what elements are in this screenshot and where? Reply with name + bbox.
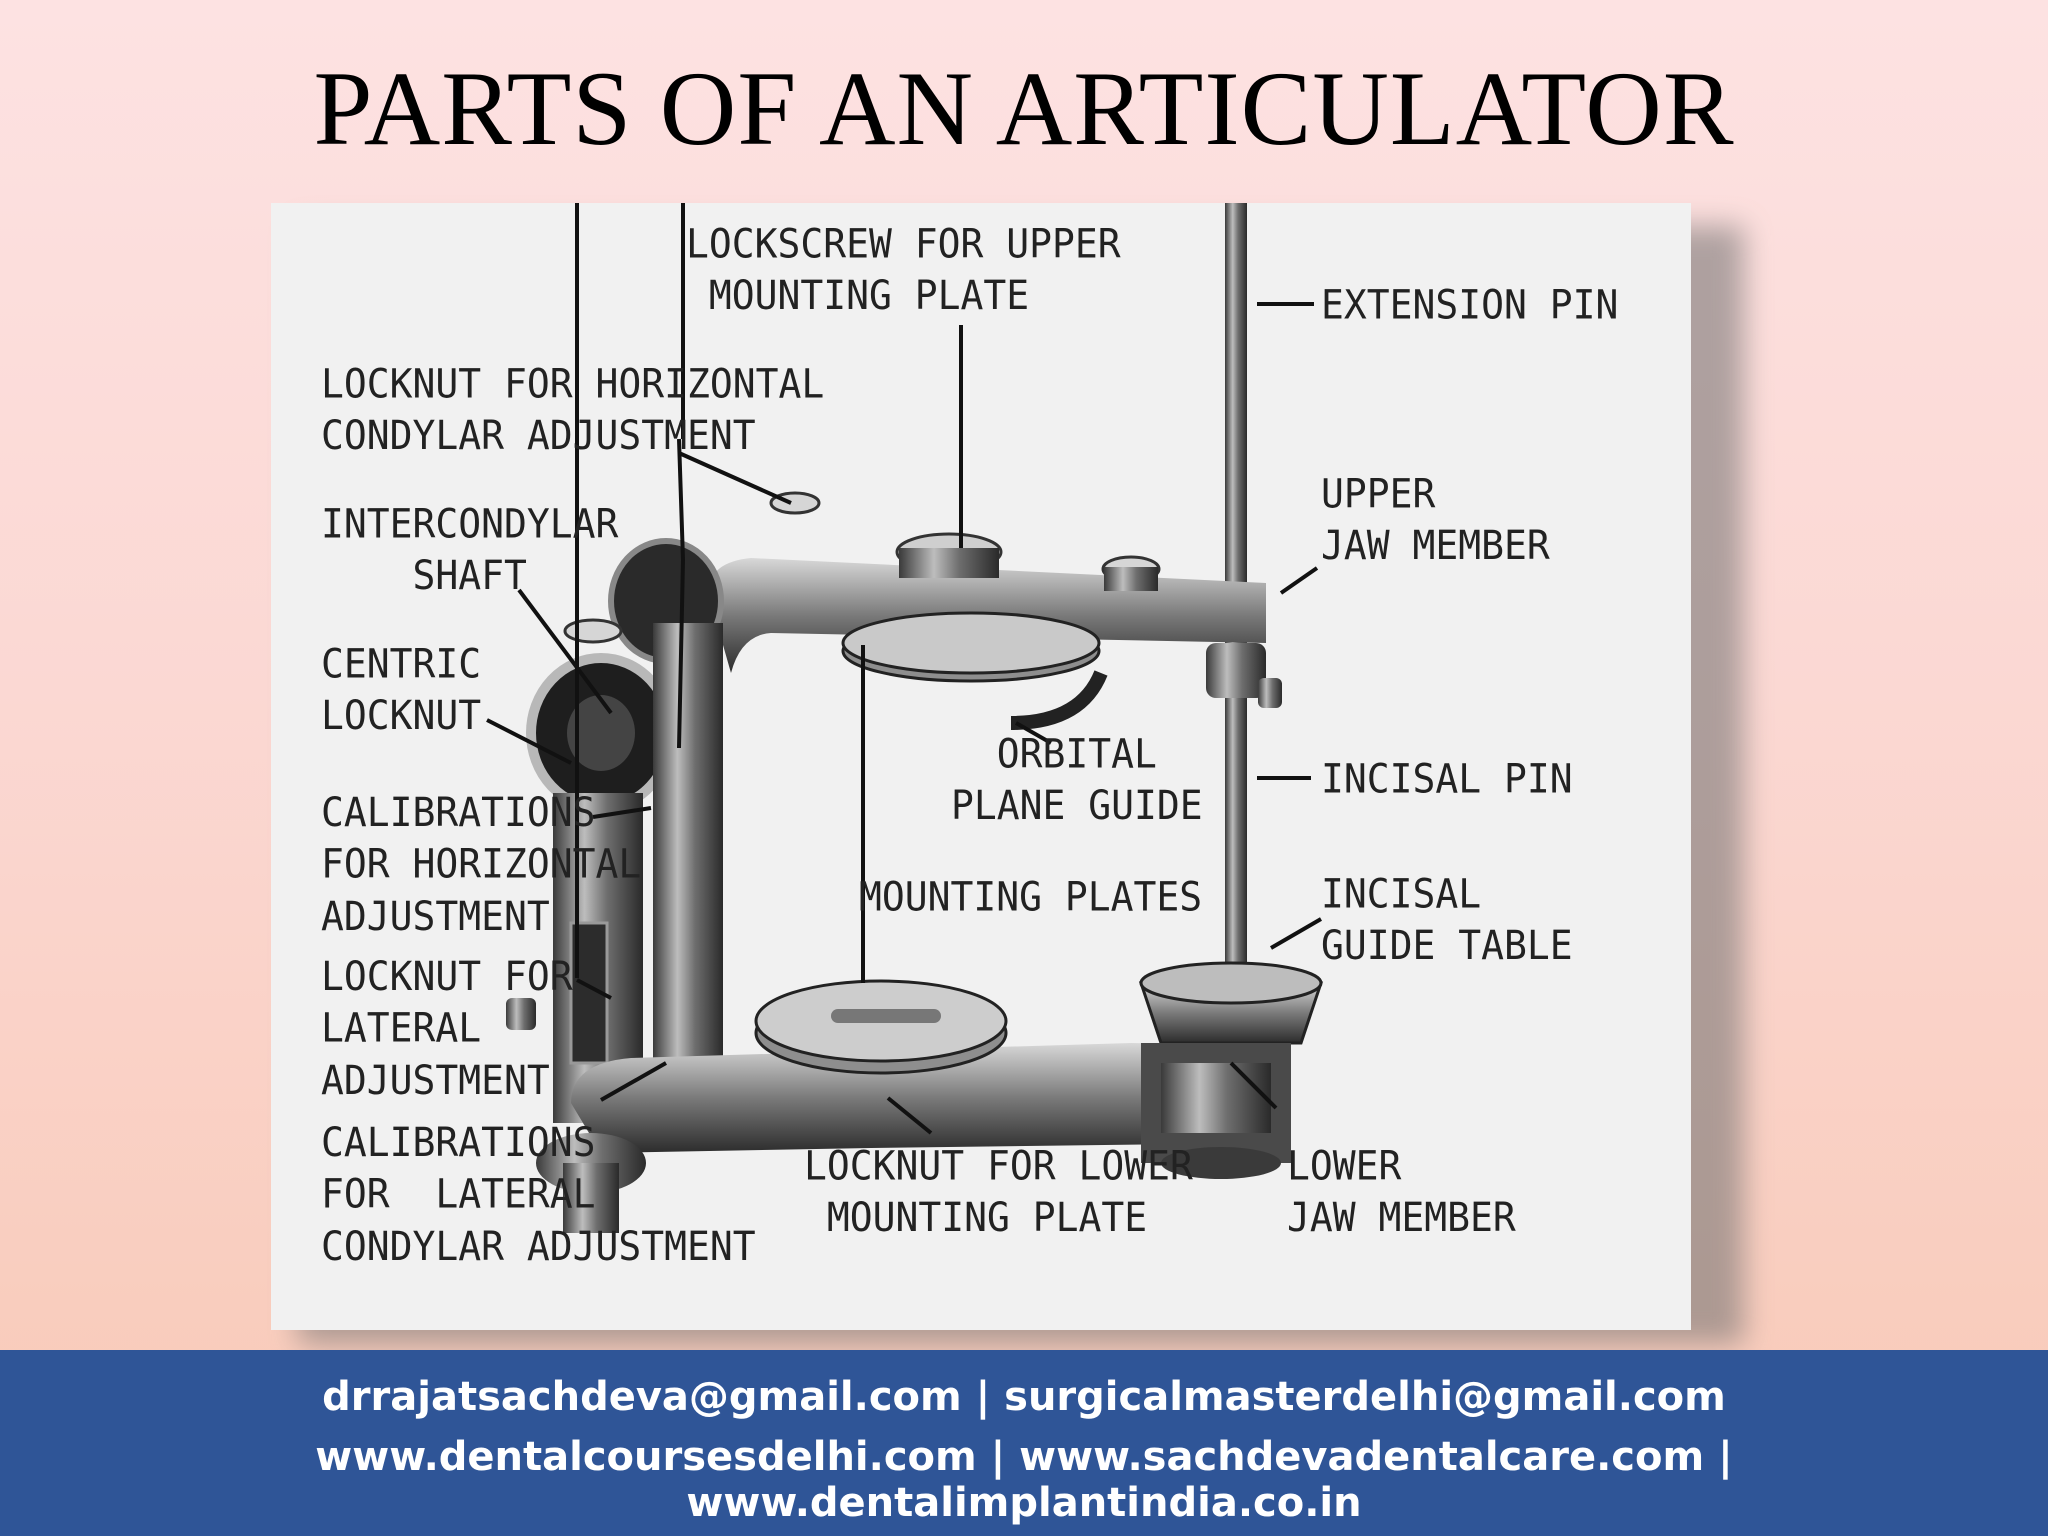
label-calibrations-horizontal: CALIBRATIONS FOR HORIZONTAL ADJUSTMENT <box>321 789 642 940</box>
label-extension-pin: EXTENSION PIN <box>1321 281 1619 329</box>
contact-footer: drrajatsachdeva@gmail.com | surgicalmast… <box>0 1350 2048 1536</box>
label-mounting-plates: MOUNTING PLATES <box>859 873 1203 921</box>
label-intercondylar-shaft: INTERCONDYLAR SHAFT <box>321 500 619 599</box>
label-locknut-lower: LOCKNUT FOR LOWER MOUNTING PLATE <box>804 1142 1193 1241</box>
label-locknut-lateral: LOCKNUT FOR LATERAL ADJUSTMENT <box>321 953 573 1104</box>
articulator-figure: LOCKSCREW FOR UPPER MOUNTING PLATE EXTEN… <box>271 203 1691 1330</box>
label-incisal-guide-table: INCISAL GUIDE TABLE <box>1321 870 1573 969</box>
slide-title: PARTS OF AN ARTICULATOR <box>313 50 1735 167</box>
label-lockscrew-upper: LOCKSCREW FOR UPPER MOUNTING PLATE <box>686 220 1121 319</box>
label-centric-locknut: CENTRIC LOCKNUT <box>321 640 482 739</box>
footer-websites: www.dentalcoursesdelhi.com | www.sachdev… <box>315 1434 1733 1526</box>
footer-emails: drrajatsachdeva@gmail.com | surgicalmast… <box>322 1374 1726 1420</box>
label-upper-jaw-member: UPPER JAW MEMBER <box>1321 470 1550 569</box>
label-calibrations-lateral: CALIBRATIONS FOR LATERAL CONDYLAR ADJUST… <box>321 1119 756 1270</box>
label-locknut-horizontal: LOCKNUT FOR HORIZONTAL CONDYLAR ADJUSTME… <box>321 360 825 459</box>
label-incisal-pin: INCISAL PIN <box>1321 755 1573 803</box>
label-lower-jaw-member: LOWER JAW MEMBER <box>1287 1142 1516 1241</box>
articulator-illustration <box>486 203 1324 1233</box>
label-orbital-plane-guide: ORBITAL PLANE GUIDE <box>951 730 1203 829</box>
